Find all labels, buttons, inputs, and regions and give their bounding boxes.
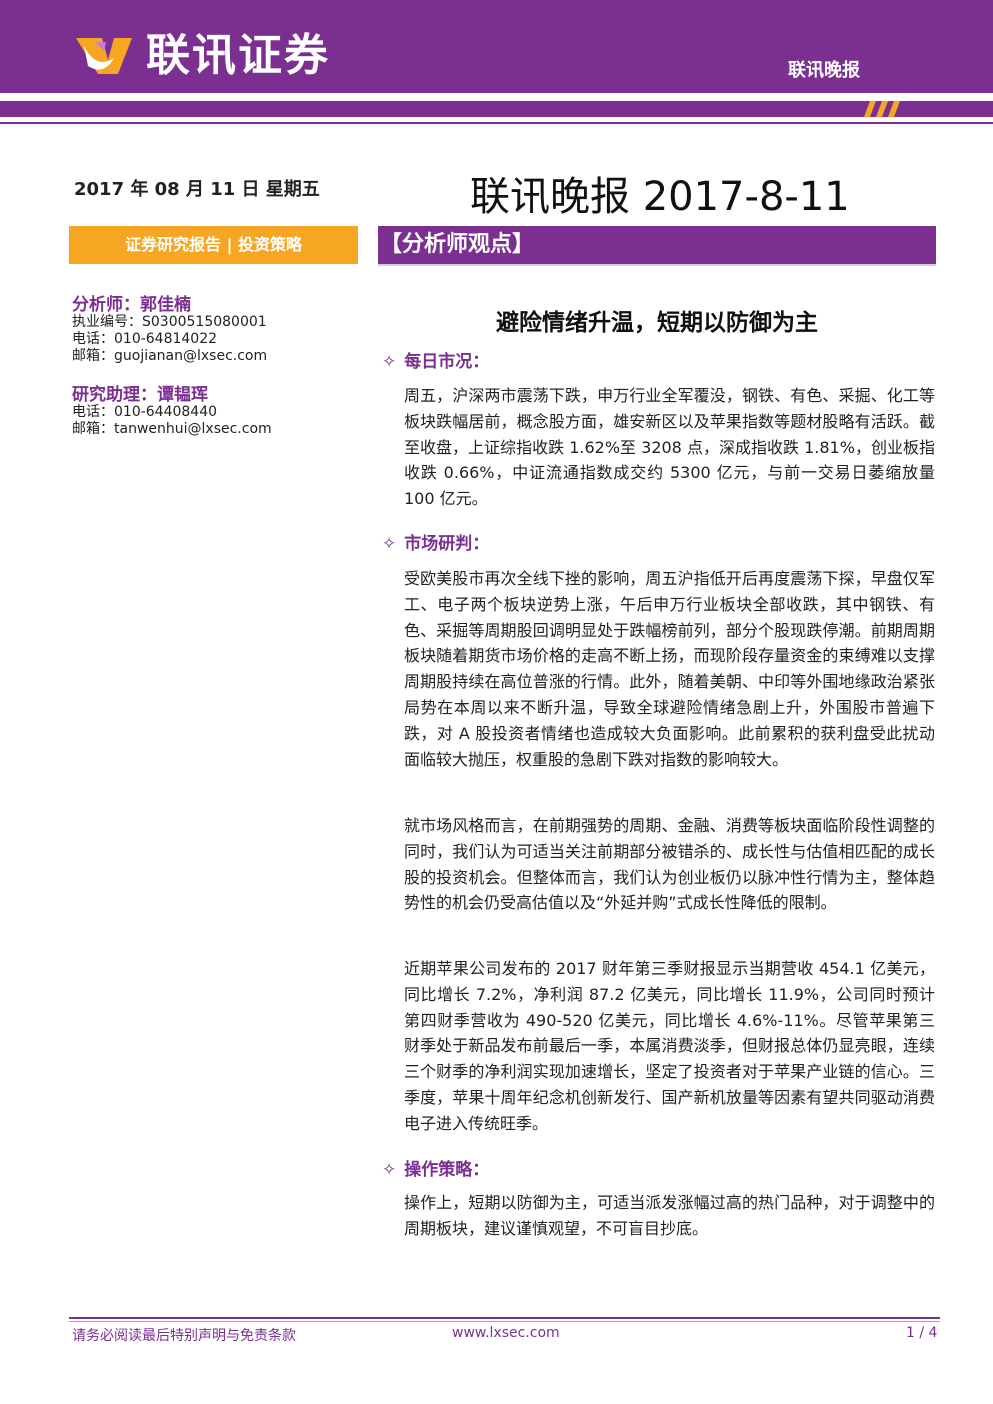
paragraph-daily: 周五，沪深两市震荡下跌，申万行业全军覆没，钢铁、有色、采掘、化工等板块跌幅居前，… xyxy=(404,386,935,509)
lianxun-logo-icon xyxy=(76,38,132,74)
header-band: 联讯证券 联讯晚报 xyxy=(0,0,993,93)
stripe-decoration xyxy=(864,101,900,117)
footer-website-link[interactable]: www.lxsec.com xyxy=(452,1325,560,1341)
footer-divider-thin xyxy=(69,1321,940,1322)
section-heading-daily: ✧每日市况： xyxy=(382,352,490,372)
analyst-view-label: 【分析师观点】 xyxy=(378,226,936,264)
assistant-phone: 电话：010-64408440 xyxy=(72,404,218,420)
section-heading-judgement: ✧市场研判： xyxy=(382,534,490,554)
report-date: 2017 年 08 月 11 日 星期五 xyxy=(74,179,320,200)
section-heading-strategy: ✧操作策略： xyxy=(382,1160,490,1180)
paragraph-strategy: 操作上，短期以防御为主，可适当派发涨幅过高的热门品种，对于调整中的周期板块，建议… xyxy=(404,1193,935,1238)
assistant-name: 研究助理：谭韫珲 xyxy=(72,385,208,405)
headline: 避险情绪升温，短期以防御为主 xyxy=(496,309,818,336)
paragraph-judgement-2: 就市场风格而言，在前期强势的周期、金融、消费等板块面临阶段性调整的同时，我们认为… xyxy=(404,816,935,913)
diamond-icon: ✧ xyxy=(382,534,397,554)
report-title: 联讯晚报 2017-8-11 xyxy=(470,174,850,220)
footer-disclaimer[interactable]: 请务必阅读最后特别声明与免责条款 xyxy=(72,1328,296,1344)
footer-divider xyxy=(69,1317,940,1319)
analyst-phone: 电话：010-64814022 xyxy=(72,331,218,347)
header-tag: 联讯晚报 xyxy=(788,60,860,81)
paragraph-judgement-3: 近期苹果公司发布的 2017 财年第三季财报显示当期营收 454.1 亿美元，同… xyxy=(404,959,935,1133)
assistant-email: 邮箱：tanwenhui@lxsec.com xyxy=(72,421,272,437)
view-bar-underline xyxy=(378,264,936,266)
page-number: 1 / 4 xyxy=(906,1325,938,1341)
diamond-icon: ✧ xyxy=(382,1160,397,1180)
analyst-email: 邮箱：guojianan@lxsec.com xyxy=(72,348,268,364)
paragraph-judgement-1: 受欧美股市再次全线下挫的影响，周五沪指低开后再度震荡下探，早盘仅军工、电子两个板… xyxy=(404,569,935,769)
header-divider xyxy=(0,122,993,124)
analyst-name: 分析师：郭佳楠 xyxy=(72,295,191,315)
brand-name: 联讯证券 xyxy=(146,30,330,81)
diamond-icon: ✧ xyxy=(382,352,397,372)
report-category: 证券研究报告 | 投资策略 xyxy=(69,226,358,264)
header-stripe-bar xyxy=(0,101,993,117)
analyst-license: 执业编号：S0300515080001 xyxy=(72,314,267,330)
